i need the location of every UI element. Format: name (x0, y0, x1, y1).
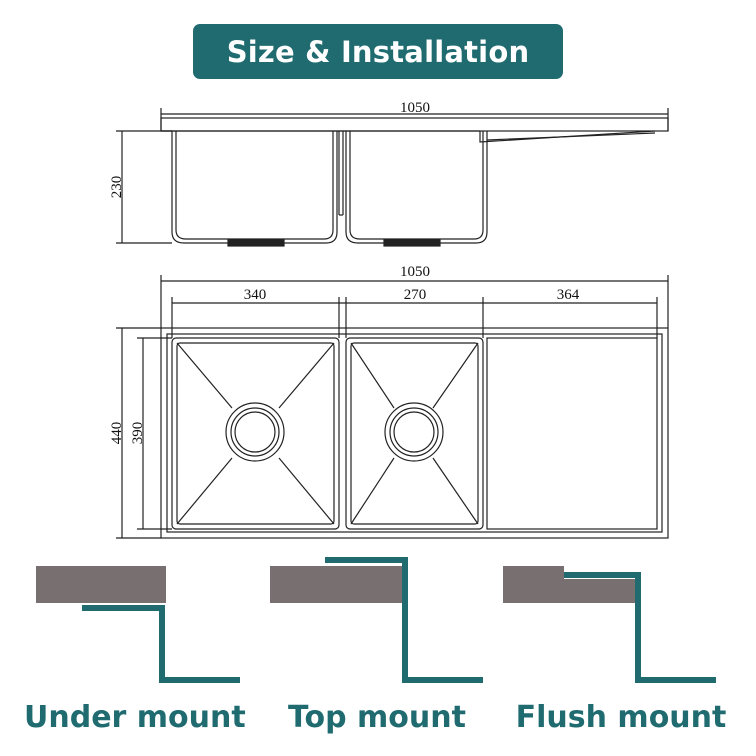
side-right-drain (383, 239, 441, 247)
top-view (116, 275, 669, 539)
bowl-depth-label: 390 (130, 422, 146, 445)
under-mount-label: Under mount (24, 700, 246, 735)
flush-mount-countertop (503, 579, 635, 603)
side-depth-label: 230 (109, 176, 125, 199)
overall-depth-label: 440 (109, 422, 125, 445)
left-drain-outer (225, 402, 285, 462)
top-mount-label: Top mount (288, 700, 466, 735)
side-total-width-label: 1050 (400, 100, 430, 116)
under-mount-diagram (36, 566, 240, 683)
top-left-bowl (171, 337, 340, 530)
side-left-drain (227, 239, 285, 247)
side-view (116, 108, 669, 247)
bowl-right-width-label: 270 (404, 287, 427, 303)
right-drain-inner (393, 411, 435, 453)
flush-mount-diagram (503, 566, 716, 683)
top-drainer (486, 337, 658, 530)
side-right-bowl (345, 131, 488, 244)
top-mount-countertop (270, 566, 402, 603)
side-drainer (479, 130, 656, 143)
flush-mount-sink-profile (564, 572, 716, 683)
under-mount-countertop (36, 566, 166, 603)
drainer-width-label: 364 (557, 287, 580, 303)
banner-title: Size & Installation (226, 34, 530, 69)
top-outline (160, 327, 669, 539)
top-right-bowl (345, 337, 484, 530)
flush-mount-countertop-upper (503, 566, 564, 579)
title-banner: Size & Installation (193, 24, 563, 79)
top-mount-diagram (270, 557, 483, 683)
top-mount-sink-profile (325, 557, 483, 683)
flush-mount-label: Flush mount (515, 700, 727, 735)
top-total-width-label: 1050 (400, 264, 430, 280)
bowl-left-width-label: 340 (244, 287, 267, 303)
left-drain-inner (234, 411, 276, 453)
side-left-bowl (171, 131, 338, 244)
side-rim (160, 117, 669, 132)
under-mount-sink-profile (82, 605, 240, 683)
right-drain-outer (384, 402, 444, 462)
